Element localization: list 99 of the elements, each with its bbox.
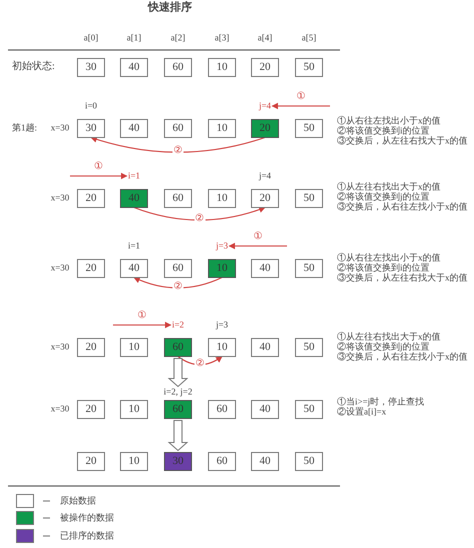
value-box: 10 (208, 118, 236, 138)
step-note: ①从左往右找出大于x的值 (337, 182, 440, 192)
value-box: 20 (77, 452, 105, 470)
value-box: 20 (77, 188, 105, 208)
value-box: 50 (295, 400, 323, 418)
value-box: 40 (251, 338, 279, 356)
step-note: ②将该值交换到j的位置 (337, 192, 430, 202)
step-note: ③交换后，从左往右找大于x的值 (337, 136, 468, 146)
step-note: ①当i>=j时，停止查找 (337, 398, 424, 406)
value-box: 30 (77, 118, 105, 138)
edge-label: ① (252, 232, 264, 242)
step-note: ③交换后，从左往右找大于x的值 (337, 274, 468, 282)
step-note: ②设置a[i]=x (337, 408, 386, 416)
step-note: ②将该值交换到i的位置 (337, 126, 430, 136)
step-note: ③交换后，从右往左找小于x的值 (337, 352, 468, 362)
value-box: 40 (120, 118, 148, 138)
value-box: 30 (77, 58, 105, 76)
pointer-label: i=1 (128, 172, 140, 180)
arrow (271, 102, 330, 110)
arrow (228, 242, 287, 250)
value-box: 40 (251, 400, 279, 418)
legend-text: 原始数据 (60, 496, 96, 506)
step-note: ①从左往右找出大于x的值 (337, 332, 440, 342)
value-box: 60 (164, 188, 192, 208)
value-box: 20 (251, 188, 279, 208)
value-box: 60 (164, 58, 192, 76)
step-note: ①从右往左找出小于x的值 (337, 254, 440, 262)
row-label: x=30 (50, 264, 70, 272)
step-note: ③交换后，从右往左找小于x的值 (337, 202, 468, 212)
value-box: 50 (295, 258, 323, 278)
value-box: 40 (120, 58, 148, 76)
arrow (134, 206, 266, 221)
step-note: ②将该值交换到j的位置 (337, 342, 430, 352)
edge-label: ① (136, 311, 148, 321)
value-box: 50 (295, 338, 323, 356)
edge-label: ① (296, 92, 307, 102)
row-label: x=30 (50, 342, 70, 352)
value-box: 10 (208, 58, 236, 76)
value-box: 10 (120, 338, 148, 356)
row-label: j=4 (258, 172, 272, 180)
value-box: 20 (77, 400, 105, 418)
pointer-label: i=2 (172, 320, 184, 330)
arrow (133, 276, 222, 288)
value-box: 10 (120, 452, 148, 470)
value-box: 50 (295, 452, 323, 470)
value-box: 40 (251, 452, 279, 470)
value-box: 50 (295, 58, 323, 76)
row-label: i=0 (84, 102, 98, 110)
value-box: 60 (164, 400, 192, 418)
title: 快速排序 (148, 2, 192, 14)
step-note: ①从右往左找出小于x的值 (337, 116, 440, 126)
edge-label: ① (92, 162, 104, 172)
arrow (90, 136, 266, 153)
index-label: a[1] (126, 34, 142, 42)
value-box: 30 (164, 452, 192, 470)
arrow (113, 322, 172, 328)
row-label: j=3 (216, 320, 228, 330)
index-label: a[5] (302, 34, 316, 42)
row-label: x=30 (50, 404, 70, 414)
row-label: x=30 (50, 124, 70, 132)
value-box: 10 (208, 258, 236, 278)
legend-text: 被操作的数据 (60, 514, 114, 522)
index-label: a[2] (170, 34, 186, 42)
value-box: 60 (208, 452, 236, 470)
value-box: 10 (208, 338, 236, 356)
value-box: 60 (208, 400, 236, 418)
value-box: 40 (251, 258, 279, 278)
index-label: a[3] (214, 34, 230, 42)
row-label: 第1趟: (12, 124, 38, 132)
edge-label: ② (194, 214, 205, 224)
pointer-label: j=3 (216, 242, 228, 250)
value-box: 20 (77, 338, 105, 356)
value-box: 10 (120, 400, 148, 418)
index-label: a[4] (258, 34, 272, 42)
value-box: 60 (164, 118, 192, 138)
row-label: x=30 (50, 194, 70, 202)
pointer-label: i=2, j=2 (164, 388, 192, 396)
edge-label: ② (172, 146, 184, 156)
arrow (168, 420, 188, 452)
edge-label: ② (172, 282, 184, 292)
edge-label: ② (194, 358, 206, 369)
arrow (168, 358, 188, 388)
row-label: 初始状态: (12, 62, 55, 72)
value-box: 10 (208, 188, 236, 208)
value-box: 20 (251, 118, 279, 138)
pointer-label: j=4 (258, 102, 272, 110)
value-box: 20 (251, 58, 279, 76)
value-box: 60 (164, 338, 192, 356)
index-label: a[0] (84, 34, 98, 42)
step-note: ②将该值交换到i的位置 (337, 264, 430, 272)
value-box: 40 (120, 258, 148, 278)
value-box: 40 (120, 188, 148, 208)
row-label: i=1 (128, 242, 140, 250)
value-box: 50 (295, 118, 323, 138)
legend-text: 已排序的数据 (60, 532, 114, 540)
value-box: 60 (164, 258, 192, 278)
arrow (70, 172, 128, 180)
value-box: 20 (77, 258, 105, 278)
value-box: 50 (295, 188, 323, 208)
